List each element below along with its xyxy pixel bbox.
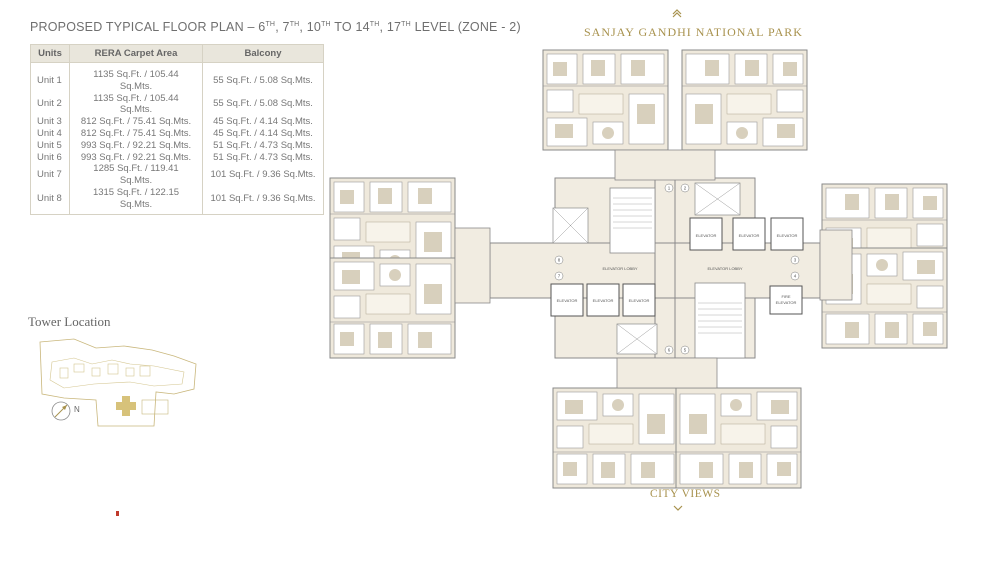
chevron-up-icon (672, 9, 682, 18)
footer-mark (116, 511, 119, 516)
wing-south-right (675, 387, 802, 489)
tower-location-map (39, 338, 197, 427)
tower-location-title: Tower Location (28, 314, 111, 329)
fire-elevator-label: FIRE (781, 294, 790, 299)
chevron-down-icon (673, 505, 683, 511)
elevator-label: ELEVATOR (557, 298, 578, 303)
compass-icon (51, 401, 71, 421)
header-balcony: Balcony (202, 44, 324, 63)
north-marker: N (74, 405, 80, 414)
unit-number: 6 (668, 348, 671, 353)
fire-elevator: FIRE ELEVATOR (769, 285, 803, 315)
staircase-north (609, 187, 656, 254)
unit-number: 4 (794, 274, 797, 279)
elevator-label: ELEVATOR (696, 233, 717, 238)
wing-north-left (542, 49, 669, 151)
elevator-lobby-label: ELEVATOR LOBBY (602, 266, 637, 271)
unit-number: 3 (794, 258, 797, 263)
unit-number: 8 (558, 258, 561, 263)
elevator-group-north: ELEVATOR ELEVATOR ELEVATOR (689, 217, 804, 251)
staircase-south (694, 282, 746, 359)
wing-north-right (681, 49, 808, 151)
elevator-lobby-label: ELEVATOR LOBBY (707, 266, 742, 271)
south-view-label: CITY VIEWS (650, 488, 721, 500)
floor-plan-drawing: ELEVATOR ELEVATOR ELEVATOR ELEVATOR ELEV… (329, 49, 948, 489)
unit-number: 2 (684, 186, 687, 191)
elevator-group-south: ELEVATOR ELEVATOR ELEVATOR (550, 283, 656, 317)
header-carpet-area: RERA Carpet Area (69, 44, 203, 63)
unit-number: 1 (668, 186, 671, 191)
fire-elevator-label: ELEVATOR (776, 300, 797, 305)
wing-south-left (552, 387, 679, 489)
unit-markers: 1 2 3 4 5 6 7 8 (554, 183, 800, 355)
header-units: Units (30, 44, 70, 63)
wing-west-bottom (329, 257, 456, 359)
elevator-label: ELEVATOR (739, 233, 760, 238)
table-header-row: Units RERA Carpet Area Balcony (30, 44, 324, 63)
tower-highlight (116, 396, 136, 416)
north-view-label: SANJAY GANDHI NATIONAL PARK (584, 25, 803, 39)
page-title: PROPOSED TYPICAL FLOOR PLAN – 6TH, 7TH, … (30, 20, 521, 34)
elevator-label: ELEVATOR (777, 233, 798, 238)
unit-number: 5 (684, 348, 687, 353)
elevator-label: ELEVATOR (629, 298, 650, 303)
unit-number: 7 (558, 274, 561, 279)
elevator-label: ELEVATOR (593, 298, 614, 303)
